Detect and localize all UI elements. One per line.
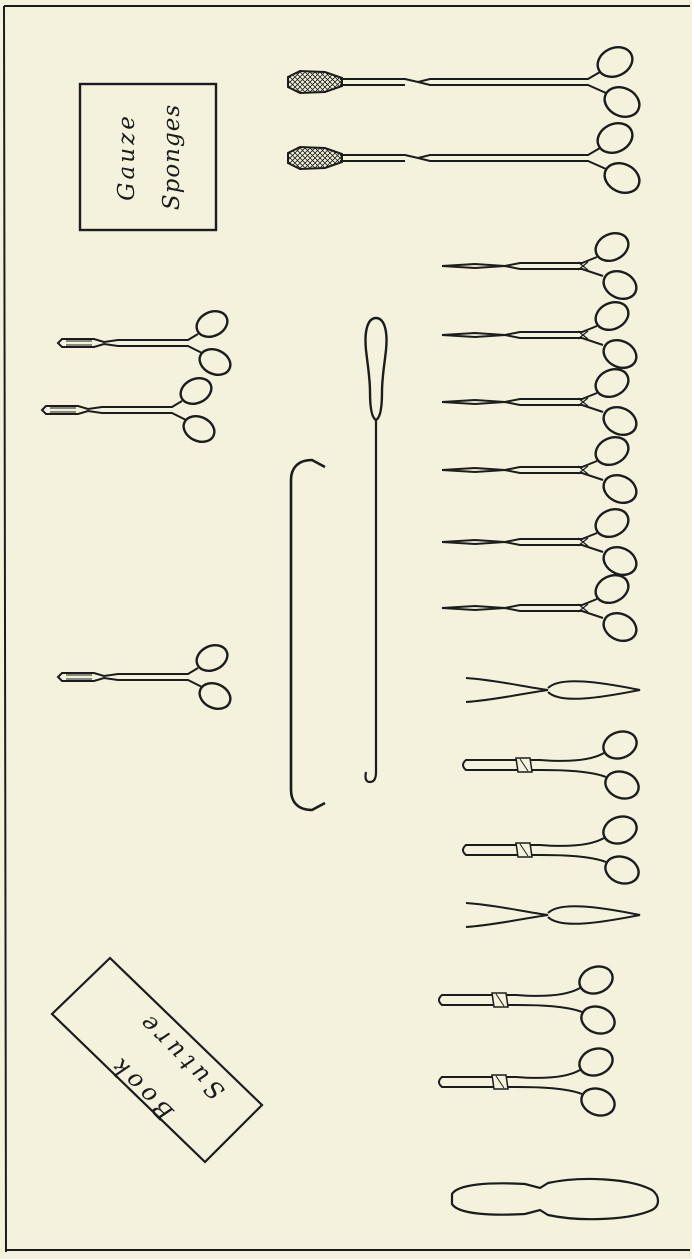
scalpel [452, 1179, 658, 1219]
scissors-4 [439, 1044, 618, 1120]
hemostat-4 [442, 432, 641, 508]
thumb-forceps-1 [466, 678, 640, 702]
sponges-label: Sponges [159, 104, 185, 210]
gauze-sponges-box: Gauze Sponges [80, 84, 216, 230]
tissue-forceps-2 [42, 373, 219, 446]
hemostat-6 [442, 570, 641, 646]
scissors-2 [463, 812, 642, 888]
sponge-holder-2 [288, 118, 644, 199]
hemostat-1 [442, 228, 641, 304]
thumb-forceps-2 [466, 903, 640, 927]
hemostat-5 [442, 504, 641, 580]
retractor [291, 460, 325, 810]
gauze-label: Gauze [114, 113, 140, 201]
sponge-holder-1 [288, 42, 644, 123]
suture-book-box: Suture Book [52, 958, 262, 1162]
scissors-3 [439, 962, 618, 1038]
tissue-forceps-1 [58, 306, 235, 379]
hemostat-2 [442, 297, 641, 373]
hemostat-3 [442, 364, 641, 440]
needle-hook [365, 318, 386, 782]
tissue-forceps-3 [58, 640, 235, 713]
scissors-1 [463, 727, 642, 803]
